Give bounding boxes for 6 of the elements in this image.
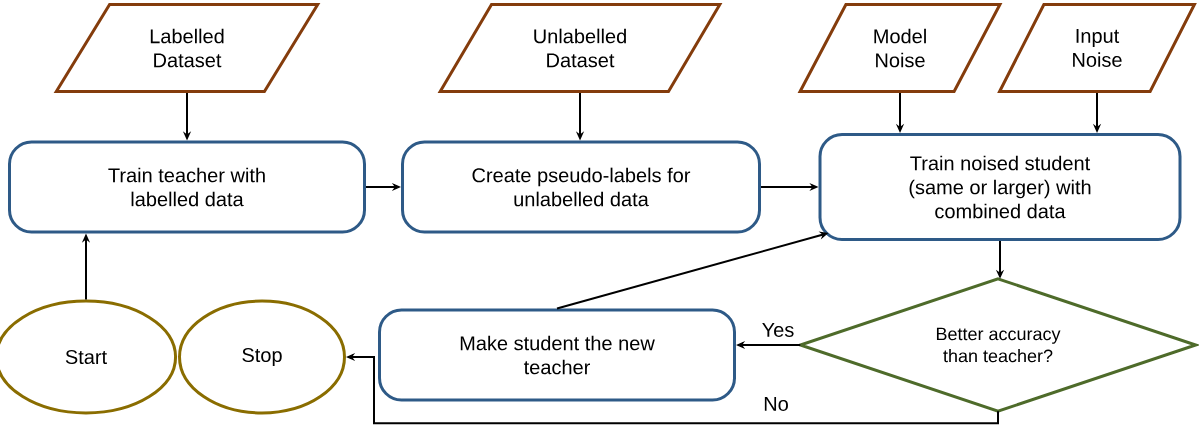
process-box: Train teacher with labelled data [8,140,366,234]
edge-label: No [762,396,790,412]
process-box: Train noised student (same or larger) with combined data [818,133,1182,241]
process-box: Create pseudo-labels for unlabelled data [401,140,761,234]
edge-label: Yes [760,322,796,338]
process-box: Make student the new teacher [378,308,736,402]
